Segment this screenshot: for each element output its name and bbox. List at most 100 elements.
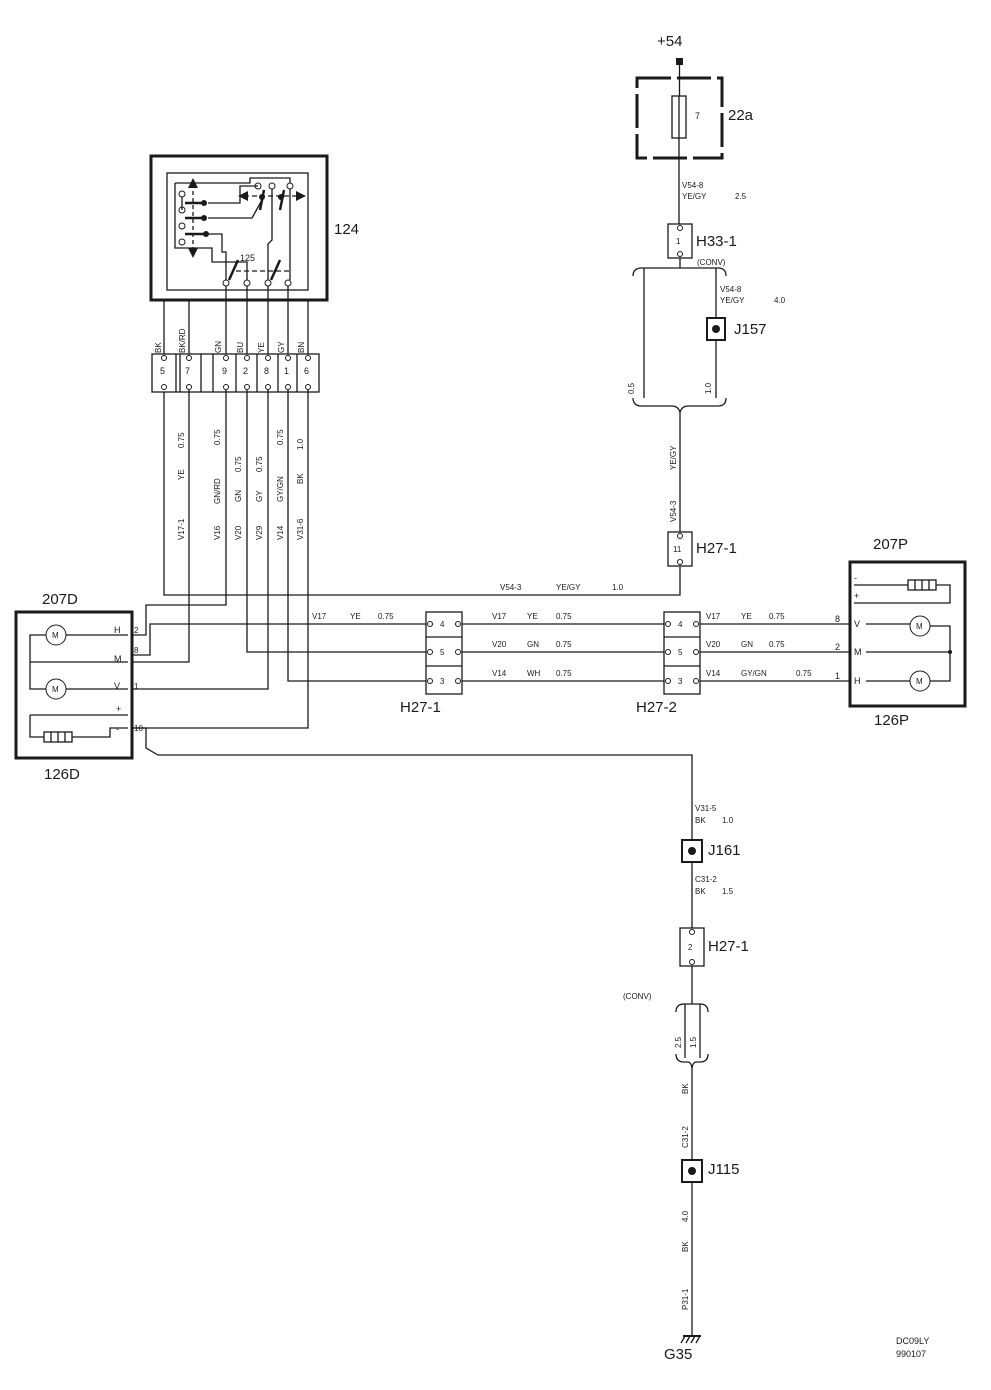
h27-top-pin: 11	[673, 545, 682, 554]
connector-h33-1: 1 H33-1	[667, 223, 737, 259]
sw-wire-4-size: 0.75	[255, 456, 264, 472]
split-top-right-size: 1.0	[704, 382, 713, 394]
j157-label: J157	[734, 321, 767, 338]
component-126d: 126D	[44, 766, 80, 783]
wire-right-2-size: 0.75	[769, 640, 785, 649]
sw-wire-1-id: V17-1	[177, 518, 186, 540]
sw-wire-1-color: YE	[177, 469, 186, 480]
wire-right-1-size: 0.75	[769, 612, 785, 621]
wire-v548-id: V54-8	[682, 181, 704, 190]
component-207d: 207D	[42, 591, 78, 608]
wire-mid-3-id: V14	[492, 669, 507, 678]
motor-left-pin-m: 8	[134, 646, 139, 655]
power-terminal	[676, 58, 683, 65]
wire-v548-color: YE/GY	[682, 192, 707, 201]
sw-wire-4-color: GY	[255, 490, 264, 502]
h27-top-label: H27-1	[696, 540, 737, 557]
motor-left-bottom-symbol: M	[52, 685, 59, 694]
wire-right-1-id: V17	[706, 612, 721, 621]
diagram-code: DC09LY	[896, 1336, 929, 1346]
motor-right-bottom-symbol: M	[916, 677, 923, 686]
motor-left-term-plus: +	[116, 704, 121, 714]
wire-yegy-vertical: YE/GY	[669, 445, 678, 470]
wire-mid-2-size: 0.75	[556, 640, 572, 649]
wire-right-2-id: V20	[706, 640, 721, 649]
wire-v315-id: V31-5	[695, 804, 717, 813]
wire-v14	[287, 390, 436, 682]
fuse-label: 22a	[728, 107, 754, 124]
wire-c312-id: C31-2	[695, 875, 717, 884]
wire-left-v17-size: 0.75	[378, 612, 394, 621]
wire-left-v17-color: YE	[350, 612, 361, 621]
motor-left-pin-h: 2	[134, 626, 139, 635]
wire-c312-vertical: C31-2	[681, 1126, 690, 1148]
motor-left-term-m: M	[114, 654, 122, 664]
sw-wire-3-color: GN	[234, 490, 243, 502]
power-supply-label: +54	[657, 33, 682, 50]
split-bracket-top-lower	[632, 397, 727, 415]
switch-internal-left	[178, 178, 209, 258]
sw-wire-3-id: V20	[234, 525, 243, 540]
conv-label-top: (CONV)	[697, 258, 726, 267]
wire-v548b-id: V54-8	[720, 285, 742, 294]
sw-wire-6-id: V31-6	[296, 518, 305, 540]
sw-wire-4-id: V29	[255, 525, 264, 540]
pin-color-1: BK	[154, 342, 163, 353]
sw-wire-2-id: V16	[213, 525, 222, 540]
wire-v315-color: BK	[695, 816, 706, 825]
wire-mid-2-color: GN	[527, 640, 539, 649]
motor-right-pin-v: 8	[835, 614, 840, 624]
sw-wire-2-color: GN/RD	[213, 478, 222, 504]
h27-lower-label: H27-1	[708, 938, 749, 955]
h27-lower-pin: 2	[688, 943, 693, 952]
motor-left-pin-v: 1	[134, 682, 139, 691]
pin-num-3: 9	[222, 366, 227, 376]
ground-icon	[680, 1335, 701, 1344]
wire-v29	[132, 390, 269, 690]
h27-right-pin-2: 5	[678, 648, 683, 657]
wire-mid-2-id: V20	[492, 640, 507, 649]
wire-bk-vertical-1: BK	[681, 1083, 690, 1094]
pin-color-4: BU	[236, 342, 245, 353]
split-bot-left-size: 2.5	[674, 1036, 683, 1048]
switch-125-label: 125	[240, 253, 255, 263]
switch-124: 124	[149, 154, 359, 302]
wire-v548-size: 2.5	[735, 192, 747, 201]
motor-right-term-h: H	[854, 676, 861, 686]
motor-right-term-plus: +	[854, 591, 859, 601]
pin-num-6: 1	[284, 366, 289, 376]
sw-wire-6-size: 1.0	[296, 438, 305, 450]
wire-v20	[246, 390, 436, 653]
pin-num-4: 2	[243, 366, 248, 376]
split-top-left-size: 0.5	[627, 382, 636, 394]
junction-j161: J161	[681, 839, 741, 863]
wire-v31-6	[132, 390, 309, 729]
pin-color-2: BK/RD	[178, 328, 187, 353]
motor-right-top-symbol: M	[916, 622, 923, 631]
wire-p311: P31-1	[681, 1288, 690, 1310]
motor-right-pin-m: 2	[835, 642, 840, 652]
wire-mid-3-color: WH	[527, 669, 541, 678]
pin-color-7: BN	[297, 342, 306, 353]
h27-right-pin-1: 4	[678, 620, 683, 629]
switch-125: 125	[222, 253, 292, 287]
ground-label: G35	[664, 1346, 692, 1363]
wire-right-3-color: GY/GN	[741, 669, 767, 678]
wire-right-1-color: YE	[741, 612, 752, 621]
motor-left-term-h: H	[114, 625, 121, 635]
component-207p: 207P	[873, 536, 908, 553]
pin-num-7: 6	[304, 366, 309, 376]
pin-color-3: GN	[214, 341, 223, 353]
motor-left-top-symbol: M	[52, 631, 59, 640]
wire-mid-1-size: 0.75	[556, 612, 572, 621]
motor-box-126d: M M H M V + -	[14, 610, 134, 760]
connector-h27-1-lower: 2 H27-1	[679, 927, 749, 967]
component-126p: 126P	[874, 712, 909, 729]
sw-wire-2-size: 0.75	[213, 429, 222, 445]
motor-left-term-v: V	[114, 681, 120, 691]
wire-v17	[132, 623, 436, 656]
h27-right-pin-3: 3	[678, 677, 683, 686]
split-bracket-top	[632, 267, 727, 277]
wire-v543-h-id: V54-3	[500, 583, 522, 592]
